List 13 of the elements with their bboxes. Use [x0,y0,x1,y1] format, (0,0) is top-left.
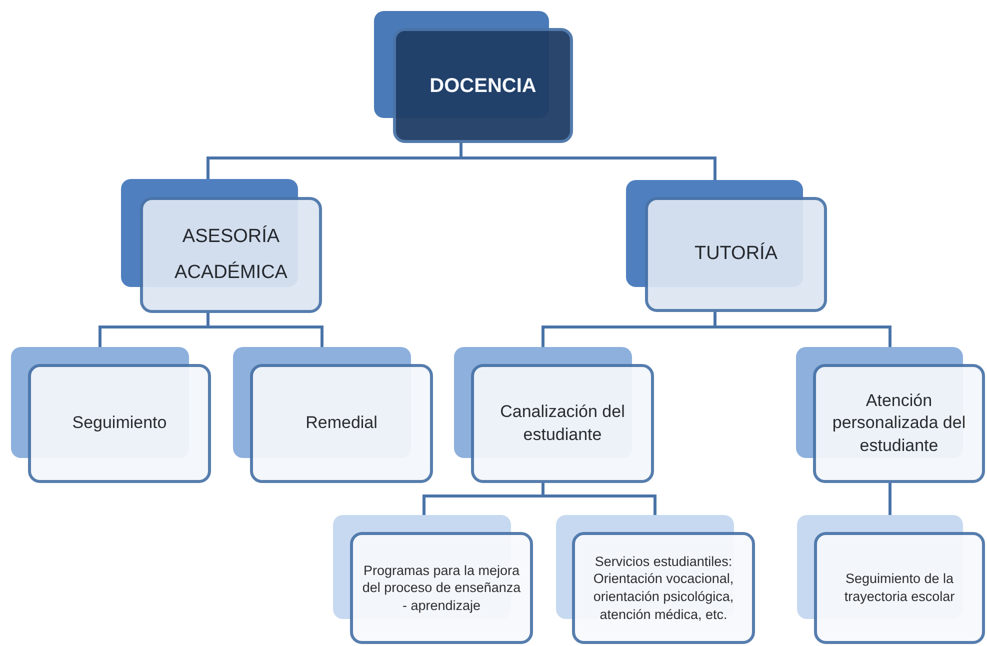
node-label: DOCENCIA [428,74,538,98]
node-label: TUTORÍA [693,242,779,266]
node-label: Seguimiento [71,412,168,434]
node-label: Remedial [304,412,378,434]
node-label: Canalización del estudiante [499,401,626,446]
node-label: Programas para la mejora del proceso de enseñanza - aprendizaje [361,562,522,614]
node-label: Servicios estudiantiles: Orientación vocacional, orientación psicológica, atención médica, etc. [592,552,735,624]
connector-line [542,483,656,515]
node-label: ASESORÍA ACADÉMICA [174,224,288,285]
connector-line [460,143,716,180]
connector-line [888,483,892,515]
node-label: Atención personalizada del estudiante [831,390,967,457]
node-label: Seguimiento de la trayectoria escolar [843,570,956,606]
